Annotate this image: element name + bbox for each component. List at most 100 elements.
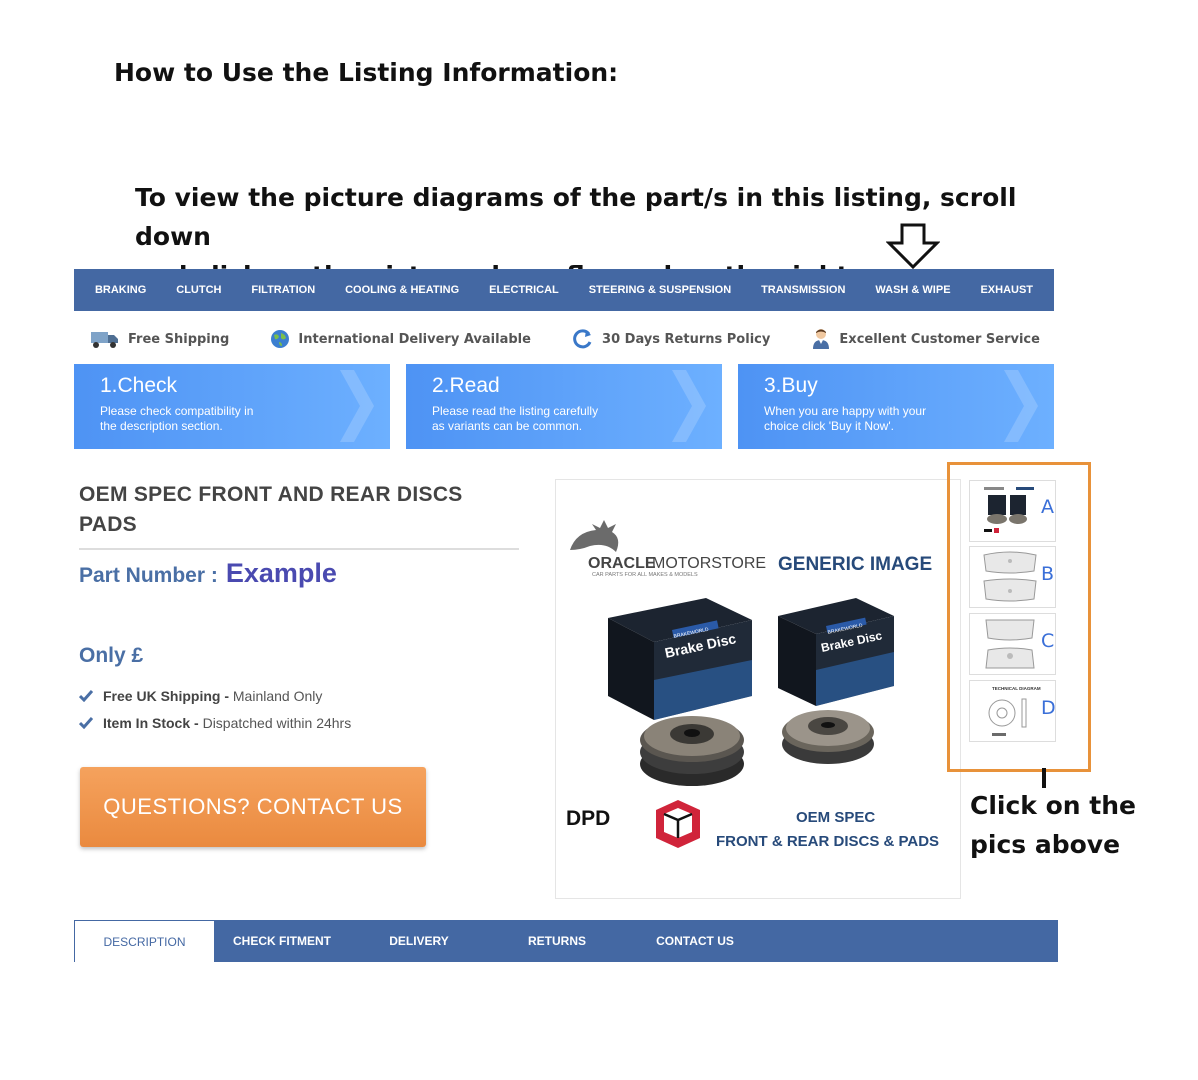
nav-wash-wipe[interactable]: WASH & WIPE bbox=[875, 284, 951, 296]
nav-transmission[interactable]: TRANSMISSION bbox=[761, 284, 846, 296]
nav-steering-suspension[interactable]: STEERING & SUSPENSION bbox=[588, 284, 732, 296]
feature-label: 30 Days Returns Policy bbox=[602, 331, 771, 347]
customer-service-icon bbox=[813, 329, 830, 349]
chevron-right-icon bbox=[672, 370, 706, 442]
generic-image-label: GENERIC IMAGE bbox=[778, 554, 932, 575]
step-title: 2.Read bbox=[432, 374, 500, 397]
check-icon bbox=[79, 716, 93, 729]
feature-bar: Free Shipping International Delivery Ava… bbox=[74, 322, 1054, 356]
product-image-art: ORACLE MOTORSTORE CAR PARTS FOR ALL MAKE… bbox=[566, 520, 939, 850]
step-title: 1.Check bbox=[100, 374, 178, 397]
thumbnail-letter: D bbox=[1041, 697, 1056, 719]
step-text: When you are happy with your choice clic… bbox=[764, 404, 974, 434]
feature-customer-service: Excellent Customer Service bbox=[811, 328, 1040, 350]
thumbnail-b[interactable] bbox=[969, 546, 1056, 608]
brake-disc-left bbox=[640, 716, 744, 786]
divider bbox=[79, 548, 519, 550]
tab-delivery[interactable]: DELIVERY bbox=[389, 934, 449, 948]
brand-name-2: MOTORSTORE bbox=[652, 555, 766, 572]
product-title: OEM SPEC FRONT AND REAR DISCS PADS bbox=[79, 480, 519, 540]
step-text-line: choice click 'Buy it Now'. bbox=[764, 419, 894, 433]
perk-list: Free UK Shipping - Mainland Only Item In… bbox=[79, 682, 351, 736]
step-text-line: the description section. bbox=[100, 419, 223, 433]
step-check: 1.Check Please check compatibility in th… bbox=[74, 364, 390, 449]
brand-name: ORACLE bbox=[588, 555, 656, 572]
tab-description[interactable]: DESCRIPTION bbox=[75, 921, 214, 962]
thumbnail-caption: TECHNICAL DIAGRAM bbox=[992, 686, 1041, 691]
feature-label: Free Shipping bbox=[128, 331, 230, 347]
tab-contact-us[interactable]: CONTACT US bbox=[656, 934, 734, 948]
perk-rest: Mainland Only bbox=[229, 687, 323, 704]
image-caption-1: OEM SPEC bbox=[796, 809, 875, 826]
product-main-image[interactable]: ORACLE MOTORSTORE CAR PARTS FOR ALL MAKE… bbox=[555, 479, 961, 899]
thumbnail-c[interactable] bbox=[969, 613, 1056, 675]
step-text: Please check compatibility in the descri… bbox=[100, 404, 310, 434]
courier-name: DPD bbox=[566, 807, 610, 830]
dpd-cube-icon bbox=[656, 800, 700, 848]
brake-disc-box-right: Brake Disc BRAKEWORLD bbox=[778, 598, 894, 706]
nav-exhaust[interactable]: EXHAUST bbox=[980, 284, 1034, 296]
product-title-line: OEM SPEC FRONT AND REAR DISCS bbox=[79, 483, 463, 506]
thumbnail-highlight-frame bbox=[947, 462, 1091, 772]
nav-clutch[interactable]: CLUTCH bbox=[176, 284, 222, 296]
part-number-value: Example bbox=[225, 558, 337, 588]
product-title-line: PADS bbox=[79, 513, 137, 536]
perk-bold: Free UK Shipping - bbox=[103, 687, 229, 704]
truck-icon bbox=[91, 332, 118, 348]
step-text: Please read the listing carefully as var… bbox=[432, 404, 642, 434]
thumbnail-a-image bbox=[984, 487, 1034, 533]
oracle-logo-icon bbox=[570, 520, 619, 552]
globe-icon bbox=[271, 330, 290, 348]
click-note-line: Click on the bbox=[970, 791, 1137, 820]
nav-electrical[interactable]: ELECTRICAL bbox=[489, 284, 559, 296]
feature-label: Excellent Customer Service bbox=[839, 331, 1040, 347]
brake-disc-box-left: Brake Disc BRAKEWORLD bbox=[608, 598, 752, 720]
step-banners: 1.Check Please check compatibility in th… bbox=[74, 364, 1054, 449]
tab-returns[interactable]: RETURNS bbox=[527, 934, 586, 948]
pointer-line bbox=[1042, 768, 1046, 788]
listing-tabs: DESCRIPTION CHECK FITMENT DELIVERY RETUR… bbox=[74, 920, 1058, 962]
click-note: Click on the pics above bbox=[970, 786, 1170, 864]
click-note-line: pics above bbox=[970, 830, 1121, 859]
feature-label: International Delivery Available bbox=[298, 331, 531, 347]
perk-rest: Dispatched within 24hrs bbox=[198, 714, 352, 731]
thumbnail-a[interactable] bbox=[969, 480, 1056, 542]
chevron-right-icon bbox=[340, 370, 374, 442]
thumbnail-letter: C bbox=[1041, 630, 1055, 652]
part-number-label: Part Number : bbox=[79, 564, 218, 587]
step-title: 3.Buy bbox=[764, 374, 818, 397]
step-read: 2.Read Please read the listing carefully… bbox=[406, 364, 722, 449]
brand-tagline: CAR PARTS FOR ALL MAKES & MODELS bbox=[592, 572, 698, 578]
page-title: How to Use the Listing Information: bbox=[114, 58, 619, 87]
brake-disc-right bbox=[782, 710, 874, 764]
perk-text: Free UK Shipping - Mainland Only bbox=[103, 688, 322, 704]
perk-item: Item In Stock - Dispatched within 24hrs bbox=[79, 709, 351, 736]
nav-cooling-heating[interactable]: COOLING & HEATING bbox=[345, 284, 460, 296]
arrow-down-icon bbox=[886, 223, 940, 269]
step-text-line: Please read the listing carefully bbox=[432, 404, 599, 418]
chevron-right-icon bbox=[1004, 370, 1038, 442]
thumbnail-b-image bbox=[983, 551, 1037, 602]
contact-us-button[interactable]: QUESTIONS? CONTACT US bbox=[80, 767, 426, 847]
feature-returns-policy: 30 Days Returns Policy bbox=[572, 328, 770, 350]
tab-check-fitment[interactable]: CHECK FITMENT bbox=[233, 934, 331, 948]
thumbnail-c-image bbox=[985, 619, 1035, 669]
check-icon bbox=[79, 689, 93, 702]
thumbnail-d[interactable]: TECHNICAL DIAGRAM bbox=[969, 680, 1056, 742]
step-text-line: Please check compatibility in bbox=[100, 404, 254, 418]
perk-bold: Item In Stock - bbox=[103, 714, 199, 731]
step-text-line: as variants can be common. bbox=[432, 419, 583, 433]
image-caption-2: FRONT & REAR DISCS & PADS bbox=[716, 833, 939, 850]
nav-filtration[interactable]: FILTRATION bbox=[251, 284, 316, 296]
step-text-line: When you are happy with your bbox=[764, 404, 927, 418]
thumbnail-letter: B bbox=[1041, 563, 1055, 585]
thumbnail-letter: A bbox=[1041, 496, 1054, 518]
instruction-line-1: To view the picture diagrams of the part… bbox=[135, 183, 1017, 251]
part-number: Part Number : Example bbox=[79, 558, 337, 589]
category-nav: BRAKING CLUTCH FILTRATION COOLING & HEAT… bbox=[74, 269, 1054, 311]
feature-international-delivery: International Delivery Available bbox=[270, 329, 531, 349]
price-label: Only £ bbox=[79, 644, 144, 667]
step-buy: 3.Buy When you are happy with your choic… bbox=[738, 364, 1054, 449]
nav-braking[interactable]: BRAKING bbox=[94, 284, 147, 296]
thumbnail-d-image: TECHNICAL DIAGRAM bbox=[988, 686, 1041, 736]
